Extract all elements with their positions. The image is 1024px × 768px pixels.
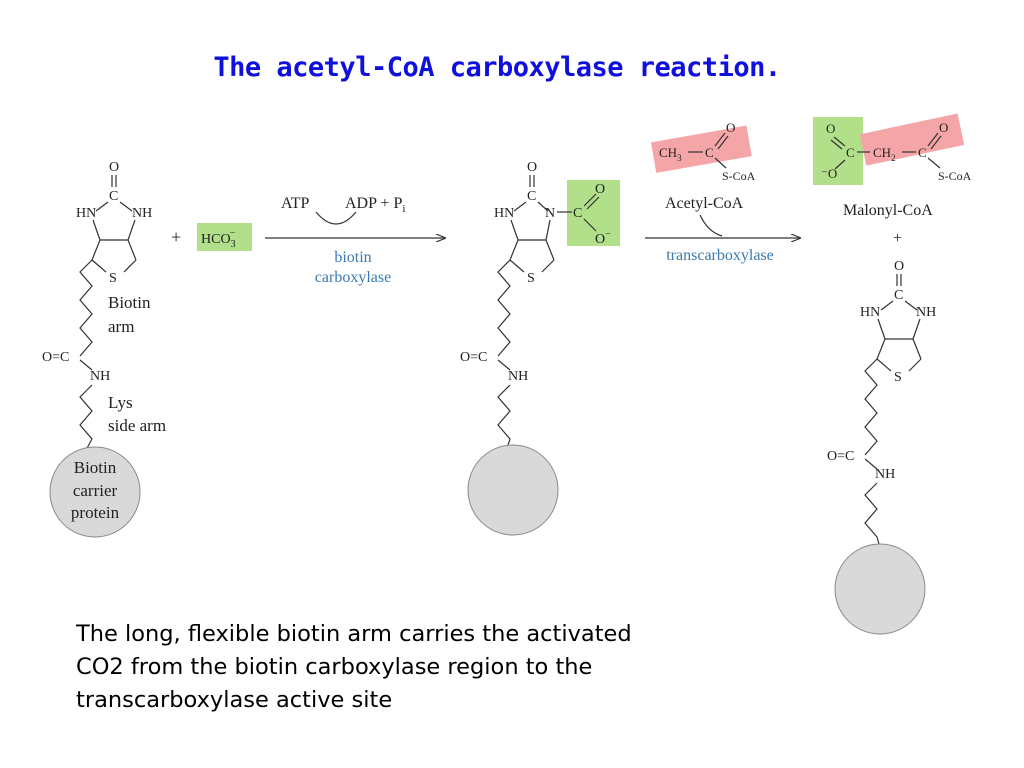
amide-o-eq-c: O=C bbox=[42, 350, 69, 365]
adp-label: ADP + Pi bbox=[345, 195, 405, 215]
amide-o-eq-c: O=C bbox=[460, 350, 487, 365]
carbonyl-oxygen: O bbox=[109, 160, 119, 175]
malonyl-oxygen-1: O bbox=[826, 121, 835, 136]
acetyl-coa-label: Acetyl-CoA bbox=[665, 195, 744, 212]
acetyl-scoa: S-CoA bbox=[722, 169, 756, 183]
amide-o-eq-c: O=C bbox=[827, 449, 854, 464]
ureido-carbon: C bbox=[109, 189, 118, 204]
bicarbonate: HCO3− bbox=[201, 228, 236, 250]
nh-atom: NH bbox=[132, 206, 152, 221]
protein-label-2: carrier bbox=[73, 481, 118, 500]
lys-label-2: side arm bbox=[108, 416, 166, 435]
carboxyl-highlight bbox=[567, 180, 620, 246]
malonyl-scoa: S-CoA bbox=[938, 169, 972, 183]
malonyl-carboxyl-carbon: C bbox=[846, 145, 855, 160]
protein-label-3: protein bbox=[71, 503, 120, 522]
hn-atom: HN bbox=[860, 305, 880, 320]
malonyl-coa-structure: O C ⁻O CH2 C O S-CoA bbox=[813, 113, 972, 185]
lys-label: Lys bbox=[108, 393, 133, 412]
enzyme-biotin-carboxylase: biotin bbox=[334, 249, 371, 266]
caption-line: transcarboxylase active site bbox=[76, 687, 393, 713]
slide-title: The acetyl-CoA carboxylase reaction. bbox=[213, 52, 781, 83]
acetyl-curve bbox=[699, 214, 723, 237]
hn-atom: HN bbox=[494, 206, 514, 221]
biotin-structure-1: O C HN NH S O=C NH Biotin arm Lys side a… bbox=[42, 160, 166, 538]
ureido-carbon: C bbox=[527, 189, 536, 204]
protein-label-1: Biotin bbox=[74, 458, 117, 477]
bicarbonate-highlight bbox=[197, 223, 252, 251]
amide-nh: NH bbox=[508, 369, 528, 384]
carboxylate-oxygen: O− bbox=[595, 229, 611, 247]
malonyl-coa-label: Malonyl-CoA bbox=[843, 202, 933, 219]
carrier-protein bbox=[834, 543, 926, 635]
caption-line: The long, flexible biotin arm carries th… bbox=[76, 621, 632, 647]
biotin-carrier-protein bbox=[49, 446, 141, 538]
malonyl-oxygen-2: O bbox=[939, 120, 948, 135]
plus-sign: + bbox=[171, 227, 181, 247]
ch2-group: CH2 bbox=[873, 145, 896, 163]
malonyl-acetyl-highlight bbox=[859, 113, 965, 166]
amide-nh: NH bbox=[90, 369, 110, 384]
biotin-arm-label: Biotin bbox=[108, 293, 151, 312]
biotin-structure-3: O C HN NH S O=C NH bbox=[827, 259, 936, 635]
plus-sign-2: + bbox=[893, 230, 902, 247]
sulfur-atom: S bbox=[527, 271, 535, 286]
carbonyl-oxygen: O bbox=[527, 160, 537, 175]
ureido-carbon: C bbox=[894, 288, 903, 303]
acetyl-carbon: C bbox=[705, 145, 714, 160]
malonyl-thioester-carbon: C bbox=[918, 145, 927, 160]
acetyl-coa-structure: CH3 C O S-CoA bbox=[650, 120, 756, 183]
carbonyl-oxygen: O bbox=[894, 259, 904, 274]
carrier-protein bbox=[467, 444, 559, 536]
n-atom: N bbox=[545, 206, 555, 221]
amide-nh: NH bbox=[875, 467, 895, 482]
atp-curve bbox=[315, 211, 357, 225]
enzyme-biotin-carboxylase-2: carboxylase bbox=[315, 269, 391, 286]
atp-label: ATP bbox=[281, 195, 310, 212]
sulfur-atom: S bbox=[109, 271, 117, 286]
carboxyl-carbon: C bbox=[573, 206, 582, 221]
carboxybiotin-structure: O C HN N C O O− S O=C NH bbox=[460, 160, 620, 536]
sulfur-atom: S bbox=[894, 370, 902, 385]
caption: The long, flexible biotin arm carries th… bbox=[76, 618, 796, 717]
caption-line: CO2 from the biotin carboxylase region t… bbox=[76, 654, 593, 680]
malonyl-carboxylate: ⁻O bbox=[821, 166, 837, 181]
acetyl-oxygen: O bbox=[726, 120, 735, 135]
malonyl-carboxyl-highlight bbox=[813, 117, 863, 185]
nh-atom: NH bbox=[916, 305, 936, 320]
ch3-group: CH3 bbox=[659, 145, 682, 163]
hn-atom: HN bbox=[76, 206, 96, 221]
biotin-arm-label-2: arm bbox=[108, 317, 134, 336]
enzyme-transcarboxylase: transcarboxylase bbox=[666, 247, 774, 264]
carboxyl-oxygen: O bbox=[595, 182, 605, 197]
